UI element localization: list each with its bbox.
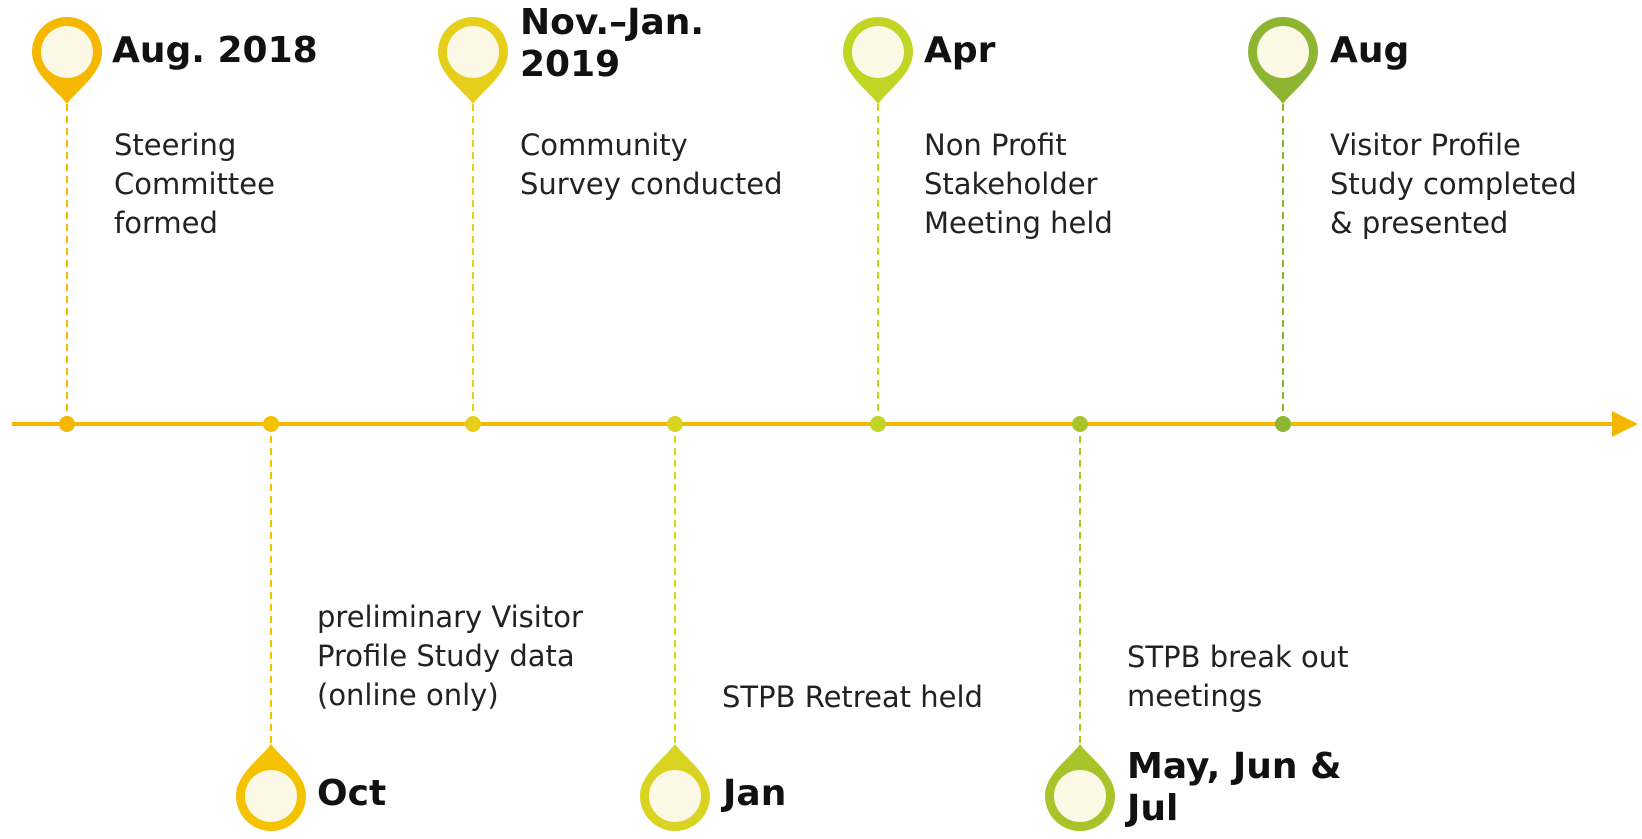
milestone-title: Jan — [723, 773, 787, 814]
pin-center — [447, 26, 499, 78]
timeline-dot — [59, 416, 75, 432]
pin-center — [649, 770, 701, 822]
timeline-dot — [1072, 416, 1088, 432]
milestone-title: Oct — [317, 773, 387, 814]
pin-center — [1054, 770, 1106, 822]
milestone-aug-2018 — [32, 17, 102, 432]
milestone-nov-jan-2019 — [438, 17, 508, 432]
milestone-title: Aug. 2018 — [112, 30, 318, 71]
milestone-title: Aug — [1330, 30, 1410, 71]
milestone-description: Non Profit Stakeholder Meeting held — [924, 128, 1113, 240]
pin-center — [1257, 26, 1309, 78]
pin-center — [852, 26, 904, 78]
milestone-description: Community Survey conducted — [520, 128, 783, 201]
milestone-aug — [1248, 17, 1318, 432]
timeline-arrowhead — [1612, 411, 1638, 437]
milestone-apr — [843, 17, 913, 432]
milestone-description: STPB Retreat held — [722, 680, 983, 714]
milestone-title: May, Jun & Jul — [1127, 746, 1342, 829]
milestone-oct — [236, 416, 306, 831]
milestone-title: Apr — [924, 30, 996, 71]
pin-center — [245, 770, 297, 822]
milestone-description: STPB break out meetings — [1127, 640, 1349, 713]
milestone-description: preliminary Visitor Profile Study data (… — [317, 600, 583, 712]
milestone-description: Visitor Profile Study completed & presen… — [1330, 128, 1577, 240]
milestone-title: Nov.–Jan. 2019 — [520, 2, 705, 85]
milestone-jan — [640, 416, 710, 831]
pin-center — [41, 26, 93, 78]
timeline-dot — [870, 416, 886, 432]
milestone-may-jun-jul — [1045, 416, 1115, 831]
milestone-description: Steering Committee formed — [114, 128, 275, 240]
timeline-dot — [1275, 416, 1291, 432]
timeline-dot — [263, 416, 279, 432]
timeline-dot — [465, 416, 481, 432]
timeline-dot — [667, 416, 683, 432]
